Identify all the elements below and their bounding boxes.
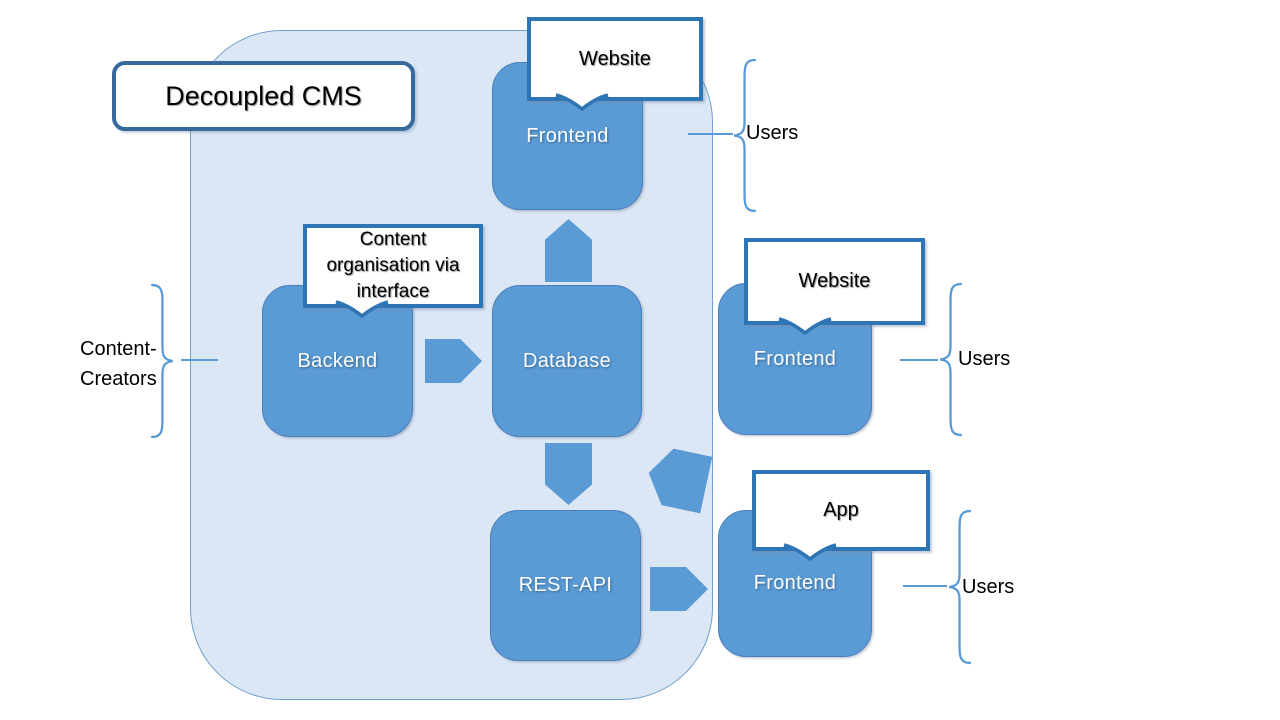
node-label: Frontend bbox=[753, 347, 837, 370]
node-rest-api: REST-API bbox=[490, 510, 641, 661]
callout-label: Website bbox=[579, 47, 651, 70]
node-label: Database bbox=[522, 349, 611, 372]
connector-line-content-creators bbox=[181, 359, 218, 361]
node-label: Frontend bbox=[526, 124, 609, 147]
callout-label: App bbox=[823, 499, 859, 521]
node-label: Frontend bbox=[753, 572, 837, 594]
node-frontend-top: Frontend bbox=[492, 62, 643, 210]
callout-website-right: Website bbox=[744, 238, 925, 336]
curly-brace-icon bbox=[150, 282, 177, 440]
page-title: Decoupled CMS bbox=[165, 80, 362, 111]
callout-label: Content organisation via interface bbox=[326, 229, 460, 302]
callout-label: Website bbox=[798, 270, 871, 292]
connector-line-users-top bbox=[688, 133, 733, 135]
content-creators-label: Content- Creators bbox=[80, 334, 157, 394]
curly-brace-icon bbox=[945, 508, 972, 666]
node-label: Backend bbox=[297, 349, 378, 372]
curly-brace-icon bbox=[730, 57, 757, 214]
users-label: Users bbox=[746, 122, 799, 144]
node-label: REST-API bbox=[518, 574, 613, 596]
callout-content-organisation: Content organisation via interface bbox=[303, 224, 483, 319]
users-label: Users bbox=[962, 576, 1015, 598]
diagram-title-box: Decoupled CMS bbox=[112, 61, 415, 131]
connector-line-users-bottom bbox=[903, 585, 947, 587]
callout-app: App bbox=[752, 470, 930, 562]
content-creators-line1: Content- bbox=[80, 338, 157, 360]
node-database: Database bbox=[492, 285, 642, 437]
content-creators-line2: Creators bbox=[80, 368, 157, 390]
callout-website-top: Website bbox=[527, 17, 703, 112]
users-label: Users bbox=[958, 348, 1011, 370]
connector-line-users-right bbox=[900, 359, 938, 361]
curly-brace-icon bbox=[936, 281, 963, 438]
